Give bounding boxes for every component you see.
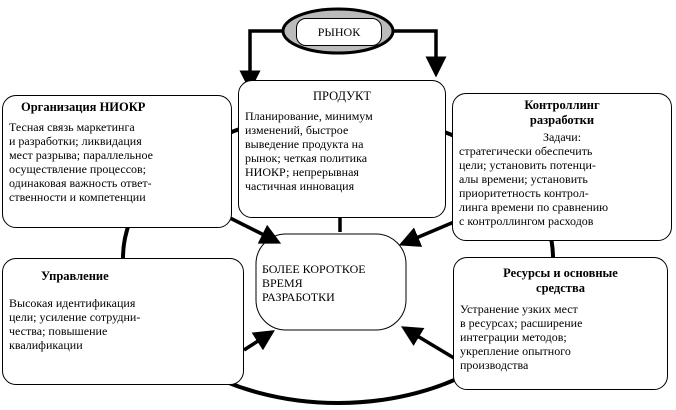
controlling-text: стратегически обеспечить цели; установит… xyxy=(459,144,609,228)
controlling-box: Контроллинг разработки Задачи: стратегич… xyxy=(452,93,672,241)
resources-box: Ресурсы и основные средства Устранение у… xyxy=(453,257,668,390)
controlling-subtitle: Задачи: xyxy=(542,130,582,144)
product-box: ПРОДУКТ Планирование, минимум изменений,… xyxy=(238,80,446,218)
product-title: ПРОДУКТ xyxy=(312,89,372,103)
market-label: РЫНОК xyxy=(296,18,382,46)
org-box: Организация НИОКР Тесная связь маркетинг… xyxy=(2,95,232,228)
resources-text: Устранение узких мест в ресурсах; расшир… xyxy=(460,302,583,372)
arrow-market-to-left xyxy=(239,29,284,92)
arrow-resources xyxy=(400,326,455,360)
center-goal: БОЛЕЕ КОРОТКОЕ ВРЕМЯ РАЗРАБОТКИ xyxy=(262,262,366,304)
management-box: Управление Высокая идентификация цели; у… xyxy=(2,258,244,385)
org-text: Тесная связь маркетинга и разработки; ли… xyxy=(9,120,153,204)
org-title: Организация НИОКР xyxy=(21,100,146,114)
arrow-controlling xyxy=(398,220,455,247)
controlling-title: Контроллинг разработки xyxy=(524,98,600,127)
center-frame xyxy=(255,233,407,331)
resources-title: Ресурсы и основные средства xyxy=(503,266,618,295)
management-text: Высокая идентификация цели; усиление сот… xyxy=(9,296,141,352)
arrow-market-to-right xyxy=(392,29,447,78)
product-text: Планирование, минимум изменений, быстрое… xyxy=(245,109,373,193)
arrow-management xyxy=(243,330,275,352)
arrow-org xyxy=(229,216,282,244)
management-title: Управление xyxy=(41,269,109,283)
